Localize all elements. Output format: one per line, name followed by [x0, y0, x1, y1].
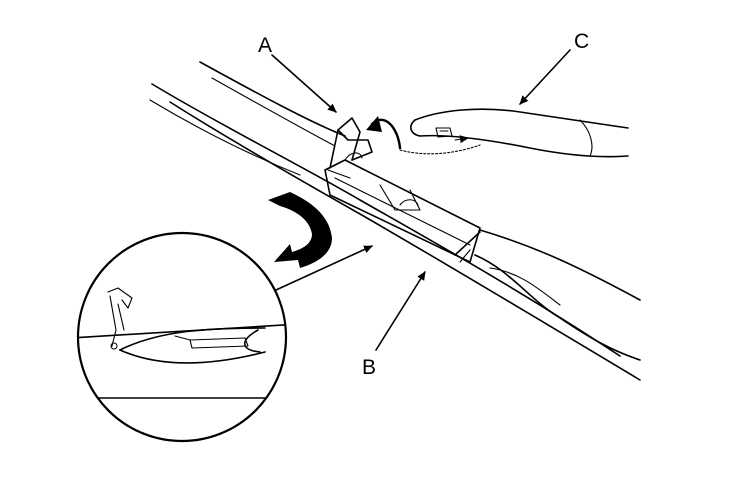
detail-leader-arrow	[275, 245, 373, 291]
release-clip	[327, 116, 402, 179]
detail-view-circle	[76, 231, 288, 443]
callout-c-leader	[519, 49, 571, 105]
rotation-arrow-icon	[268, 192, 332, 268]
callout-a-leader	[271, 54, 337, 113]
callout-label-c: C	[574, 30, 589, 53]
callout-label-b: B	[362, 356, 376, 379]
wiper-arm	[399, 108, 629, 158]
callout-b-leader	[375, 271, 426, 351]
wiper-blade	[149, 61, 641, 381]
callout-label-a: A	[258, 34, 272, 57]
